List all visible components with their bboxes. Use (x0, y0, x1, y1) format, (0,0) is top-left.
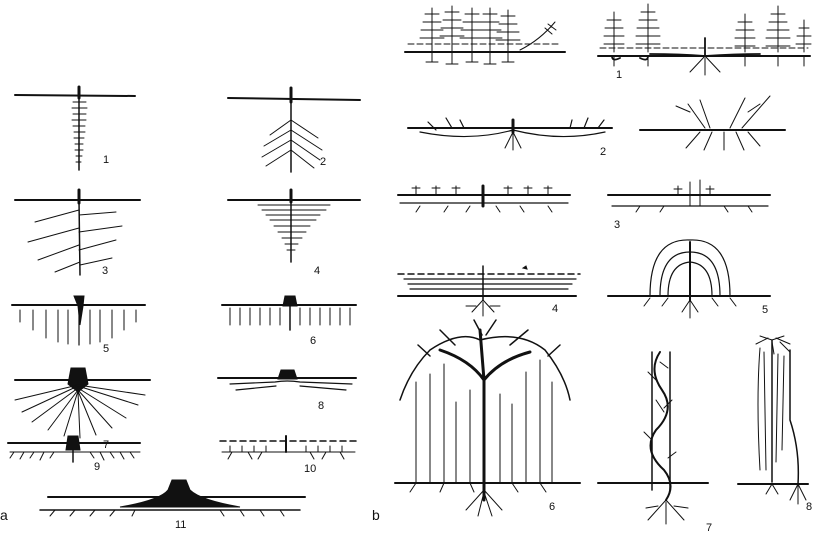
label-b4: 4 (552, 303, 558, 315)
diagram-b1-right (597, 3, 812, 76)
panel-label-a: a (0, 507, 8, 523)
panel-b: 1 2 3 4 5 6 7 8 b (372, 3, 812, 533)
diagram-a5 (11, 295, 146, 346)
panel-label-b: b (372, 507, 380, 523)
diagram-a4 (227, 188, 361, 263)
label-b3: 3 (614, 219, 620, 231)
label-b6: 6 (549, 501, 555, 513)
diagram-b8 (737, 335, 809, 505)
diagram-a2 (227, 86, 361, 173)
label-a6: 6 (310, 335, 316, 347)
diagram-a9 (7, 435, 141, 463)
diagram-b2-left (407, 117, 613, 151)
panel-a: 1 2 3 4 5 6 7 8 9 10 11 a (0, 85, 361, 531)
label-b2: 2 (600, 146, 606, 158)
diagram-b3-left (397, 184, 571, 213)
label-a5: 5 (103, 343, 109, 355)
diagram-b6 (394, 319, 581, 517)
label-a9: 9 (94, 461, 100, 473)
diagram-a11 (39, 479, 306, 517)
diagram-a1 (14, 85, 136, 171)
diagram-b7 (597, 351, 709, 525)
diagram-b4 (397, 265, 581, 317)
label-b5: 5 (762, 304, 768, 316)
label-b1: 1 (616, 69, 622, 81)
label-a7: 7 (103, 439, 109, 451)
diagram-b3-right (607, 179, 771, 213)
label-a4: 4 (314, 265, 320, 277)
label-a1: 1 (103, 154, 109, 166)
label-a10: 10 (304, 463, 316, 475)
label-b8: 8 (806, 501, 812, 513)
diagram-a7 (14, 367, 151, 439)
diagram-a10 (219, 435, 357, 460)
label-a8: 8 (318, 400, 324, 412)
diagram-a3 (14, 188, 141, 276)
diagram-b1-left (404, 5, 566, 65)
label-a2: 2 (320, 156, 326, 168)
diagram-a6 (221, 295, 357, 331)
diagram-b2-right (639, 95, 786, 151)
diagram-b5 (607, 239, 771, 319)
label-a3: 3 (102, 265, 108, 277)
label-a11: 11 (175, 519, 186, 531)
label-b7: 7 (706, 522, 712, 533)
diagram-a8 (217, 369, 357, 391)
